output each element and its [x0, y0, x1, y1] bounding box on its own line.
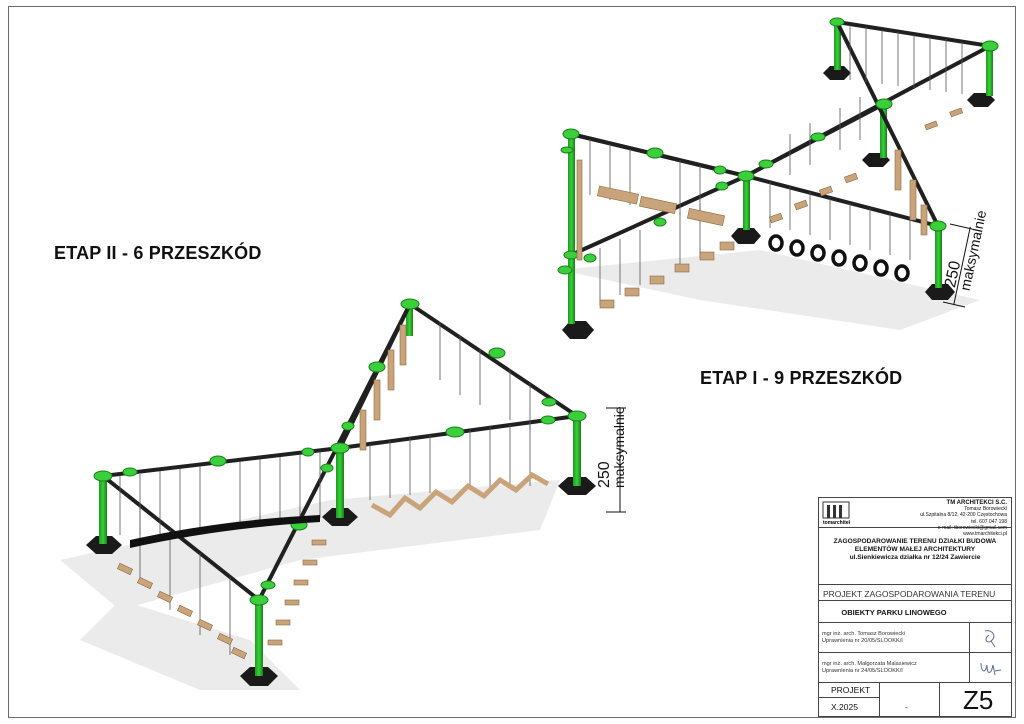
- poles: [99, 306, 581, 676]
- project-row: PROJEKT ZAGOSPODAROWANIA TERENU: [819, 585, 1011, 601]
- firm-line: tel. 607 047 198: [971, 518, 1007, 525]
- firm-row: tomarchitekci TM ARCHITEKCI S.C. Tomasz …: [819, 498, 1011, 537]
- title-line: ZAGOSPODAROWANIE TERENU DZIAŁKI BUDOWA: [833, 538, 997, 545]
- tires: [768, 234, 910, 282]
- footer-row: PROJEKT X.2025 - Z5: [819, 683, 1011, 717]
- project-name: PROJEKT ZAGOSPODAROWANIA TERENU: [823, 589, 996, 599]
- title-line: ELEMENTÓW MAŁEJ ARCHITEKTURY: [854, 546, 976, 553]
- stage-1-label: ETAP I - 9 PRZESZKÓD: [700, 368, 903, 388]
- phase: PROJEKT: [831, 685, 871, 695]
- firm-logo-icon: tomarchitekci: [822, 501, 850, 525]
- wood-steps-diagonal: [267, 324, 407, 646]
- divider: [969, 623, 970, 653]
- firm-line: Tomasz Borowiecki: [964, 506, 1007, 513]
- green-platforms: [93, 298, 587, 606]
- drawing-frame: [8, 6, 1016, 718]
- poles: [568, 22, 993, 324]
- wood-planks: [576, 107, 964, 309]
- checker-row: mgr inż. arch. Małgorzata Malasiewicz Up…: [819, 653, 1011, 683]
- ground-shadows: [60, 250, 980, 690]
- designer-line: mgr inż. arch. Tomasz Borowiecki: [822, 631, 906, 637]
- date: X.2025: [831, 702, 858, 712]
- title-row: ZAGOSPODAROWANIE TERENU DZIAŁKI BUDOWA E…: [819, 528, 1011, 585]
- stage-2-structure: [86, 298, 626, 686]
- divider: [969, 653, 970, 683]
- title-line: ul.Sienkiewicza działka nr 12/24 Zawierc…: [849, 554, 981, 561]
- drawing-row: OBIEKTY PARKU LINOWEGO: [819, 601, 1011, 623]
- dimension-line-left: [606, 407, 626, 513]
- designer-line: Uprawnienia nr 20/05/SLOOKK/I: [822, 637, 903, 644]
- green-platforms: [557, 17, 999, 275]
- investment-title: ZAGOSPODAROWANIE TERENU DZIAŁKI BUDOWA E…: [821, 538, 1009, 562]
- drawing-name: OBIEKTY PARKU LINOWEGO: [841, 608, 947, 617]
- divider: [819, 697, 879, 698]
- firm-line: e-mail: tborowiecki@gmail.com: [937, 524, 1007, 531]
- dimension-note: maksymalnie: [611, 406, 627, 488]
- checker-info: mgr inż. arch. Małgorzata Malasiewicz Up…: [822, 661, 917, 675]
- checker-line: Uprawnienia nr 24/05/SLOOKK/I: [822, 667, 903, 674]
- zigzag-planks: [370, 471, 550, 519]
- checker-signature: [980, 662, 1002, 676]
- base-pads: [562, 66, 995, 339]
- designer-row: mgr inż. arch. Tomasz Borowiecki Uprawni…: [819, 623, 1011, 653]
- scale: -: [905, 702, 908, 712]
- firm-line: ul.Szpitalna 8/12, 42-200 Częstochowa: [920, 512, 1007, 519]
- firm-name: TM ARCHITEKCI S.C.: [946, 500, 1007, 506]
- checker-line: mgr inż. arch. Małgorzata Malasiewicz: [822, 661, 917, 667]
- designer-info: mgr inż. arch. Tomasz Borowiecki Uprawni…: [822, 631, 905, 645]
- divider: [939, 683, 940, 717]
- stage-2-label: ETAP II - 6 PRZESZKÓD: [54, 243, 262, 263]
- sheet-number: Z5: [963, 685, 994, 715]
- height-dimension-left: 250 maksymalnie: [596, 406, 627, 488]
- net-bridge: [130, 515, 320, 548]
- firm-line: www.tmarchitekci.pl: [963, 531, 1007, 538]
- svg-text:tomarchitekci: tomarchitekci: [823, 520, 850, 525]
- firm-info: TM ARCHITEKCI S.C. Tomasz Borowiecki ul.…: [857, 500, 1007, 537]
- wood-planks-left: [116, 562, 248, 660]
- title-block: tomarchitekci TM ARCHITEKCI S.C. Tomasz …: [818, 497, 1012, 717]
- designer-signature: [984, 630, 996, 648]
- dimension-line-right: [942, 223, 973, 308]
- divider: [879, 683, 880, 717]
- stage-1-structure: [557, 17, 999, 339]
- dimension-value: 250: [596, 461, 613, 488]
